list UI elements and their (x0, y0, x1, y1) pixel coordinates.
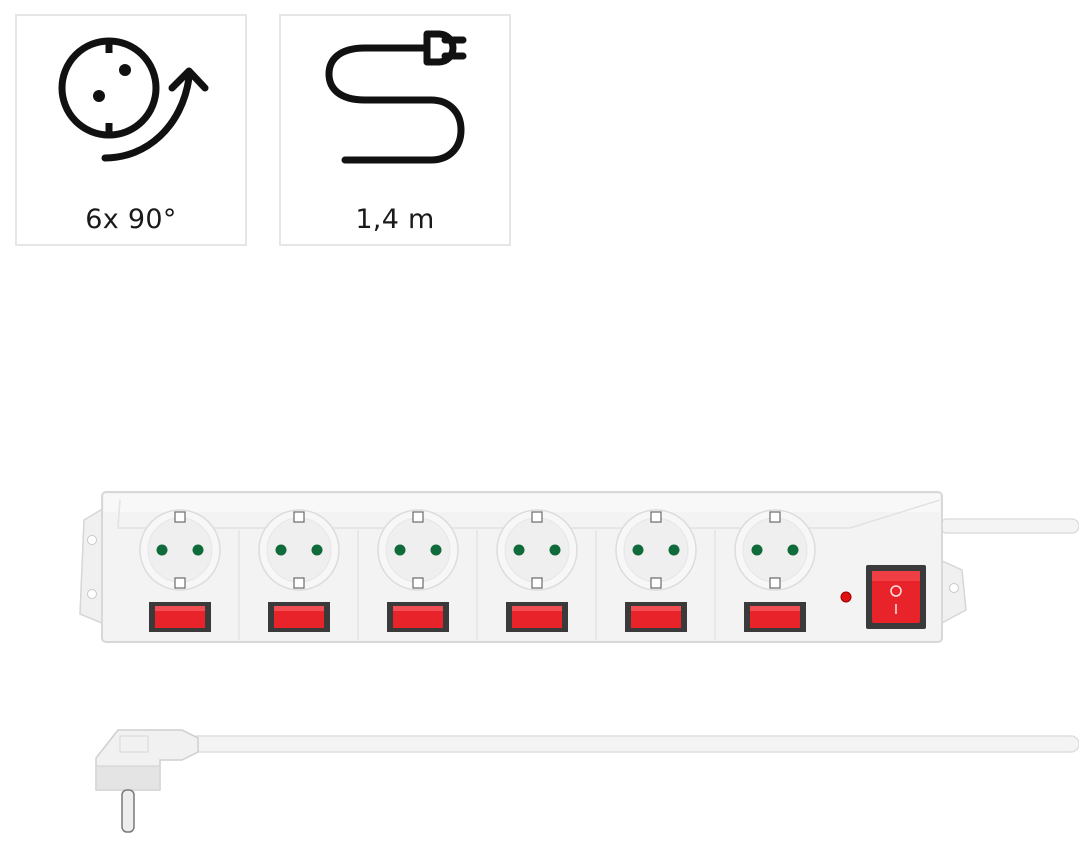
socket[interactable] (139, 509, 221, 591)
socket[interactable] (496, 509, 578, 591)
socket-row (139, 509, 816, 640)
angled-plug (95, 729, 199, 833)
socket[interactable] (615, 509, 697, 591)
socket-switch[interactable] (506, 602, 568, 632)
socket-switch[interactable] (625, 602, 687, 632)
feature-label-cable: 1,4 m (355, 204, 435, 235)
socket-switch[interactable] (149, 602, 211, 632)
master-switch[interactable] (866, 565, 926, 629)
socket-unit (357, 509, 459, 640)
plug-pin (121, 789, 135, 833)
socket-unit (595, 509, 697, 640)
feature-card-rotation: 6x 90° (15, 14, 247, 246)
socket-switch[interactable] (268, 602, 330, 632)
socket-unit (476, 509, 578, 640)
socket-unit (714, 509, 816, 640)
socket[interactable] (258, 509, 340, 591)
rotating-socket-icon (58, 37, 209, 162)
power-led (840, 591, 852, 603)
socket-switch[interactable] (387, 602, 449, 632)
supply-cable (189, 735, 1079, 753)
socket-unit (139, 509, 221, 632)
feature-label-rotation: 6x 90° (85, 204, 177, 235)
socket-switch[interactable] (744, 602, 806, 632)
feature-card-cable: 1,4 m (279, 14, 511, 246)
cable-plug-icon (325, 30, 467, 164)
socket[interactable] (734, 509, 816, 591)
socket-unit (238, 509, 340, 640)
mounting-ear-left (79, 506, 105, 626)
power-cable (939, 518, 1079, 534)
socket[interactable] (377, 509, 459, 591)
